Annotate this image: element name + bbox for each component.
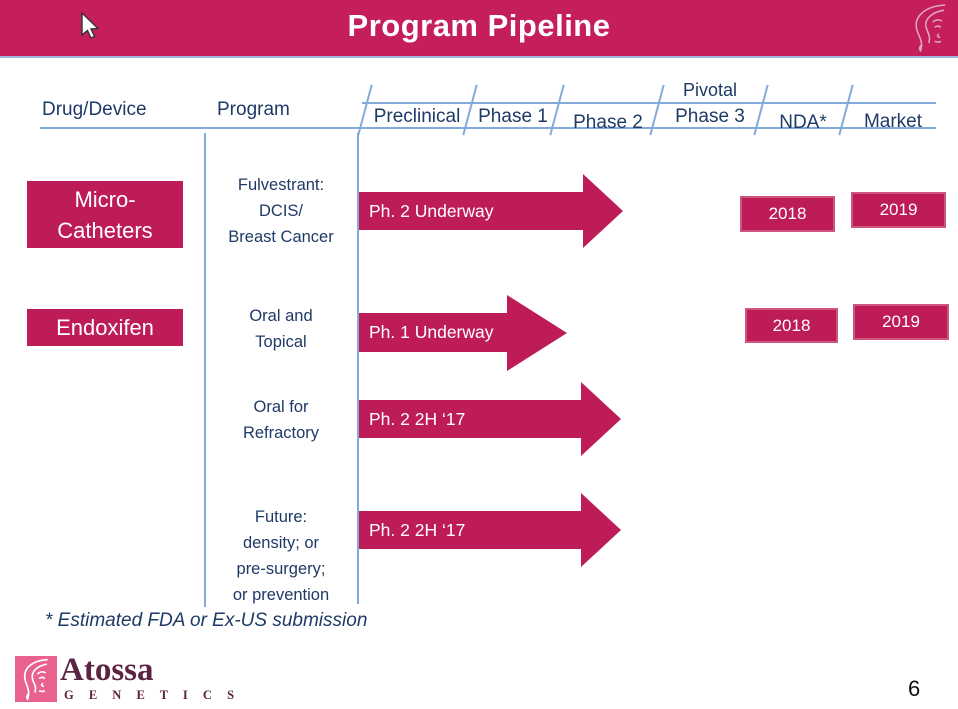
pipeline-arrow-head-row1: [583, 174, 623, 248]
market-year-row2: 2019: [853, 304, 949, 340]
pipeline-arrow-row2: Ph. 1 Underway: [359, 313, 507, 352]
drug-box-endoxifen: Endoxifen: [27, 309, 183, 346]
pipeline-arrow-row4: Ph. 2 2H ‘17: [359, 511, 581, 549]
program-text-fulvestrant: Fulvestrant: DCIS/ Breast Cancer: [228, 176, 334, 246]
atossa-face-icon: [23, 658, 48, 701]
phase-label-nda: NDA*: [779, 112, 827, 133]
pipeline-arrow-head-row4: [581, 493, 621, 567]
table-header-line: [40, 127, 936, 129]
phase-label-phase1: Phase 1: [478, 106, 548, 127]
column-header-program: Program: [217, 99, 290, 120]
phase-label-preclinical: Preclinical: [373, 106, 461, 127]
header-divider: [0, 56, 958, 58]
header-bar: [0, 0, 958, 56]
nda-year-row2: 2018: [745, 308, 838, 343]
atossa-face-icon: [915, 4, 946, 52]
atossa-logo-mark: [15, 656, 57, 702]
mouse-cursor-icon: [81, 11, 100, 39]
pipeline-arrow-row3: Ph. 2 2H ‘17: [359, 400, 581, 438]
market-year-row1: 2019: [851, 192, 946, 228]
pipeline-arrow-head-row3: [581, 382, 621, 456]
page-title: Program Pipeline: [347, 8, 611, 43]
phase-band-top-line: [362, 102, 936, 104]
nda-year-row1: 2018: [740, 196, 835, 232]
column-divider-2: [357, 133, 359, 604]
page-number: 6: [908, 676, 921, 701]
phase-label-phase3: Phase 3: [675, 106, 745, 127]
pipeline-arrow-row1: Ph. 2 Underway: [359, 192, 583, 230]
program-text-oral-topical: Oral and Topical: [249, 307, 313, 351]
column-header-drug-device: Drug/Device: [42, 99, 147, 120]
program-text-future: Future: density; or pre-surgery; or prev…: [232, 508, 330, 604]
phase-label-market: Market: [863, 111, 923, 132]
drug-box-micro-catheters: Micro- Catheters: [27, 181, 183, 248]
phase-label-pivotal: Pivotal: [682, 80, 738, 100]
phase-label-phase2: Phase 2: [573, 112, 643, 133]
column-divider-1: [204, 133, 206, 607]
atossa-wordmark: Atossa: [60, 652, 154, 688]
atossa-wordmark-genetics: G E N E T I C S: [64, 688, 241, 702]
pipeline-arrow-head-row2: [507, 295, 567, 371]
footnote: * Estimated FDA or Ex-US submission: [45, 610, 368, 631]
program-text-oral-refractory: Oral for Refractory: [242, 398, 320, 442]
